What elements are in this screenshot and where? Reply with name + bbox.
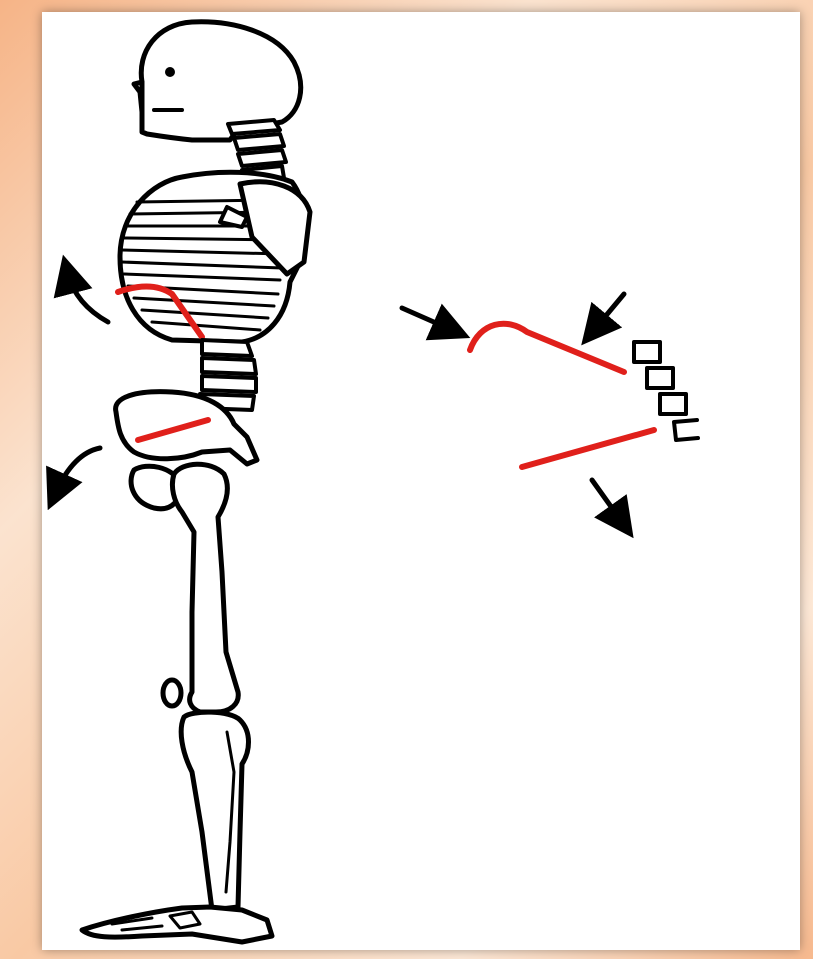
tibia-fibula [181,712,248,910]
patella [163,680,181,706]
diagram-panel [42,12,800,950]
skeleton-posture-diagram [42,12,800,950]
pelvic-rotation-arrow [56,448,100,492]
force-diagram [402,294,698,522]
thoracic-rotation-arrow [68,274,108,322]
outward-arrow [592,480,622,522]
inward-arrow-right [594,294,624,330]
femur [172,464,238,712]
pelvic-line-detail [522,430,654,467]
foot [82,907,272,942]
vertebra-glyphs [634,342,698,440]
thoracic-curve-detail [470,324,624,372]
inward-arrow-left [402,308,452,330]
rib-cage [120,172,310,342]
